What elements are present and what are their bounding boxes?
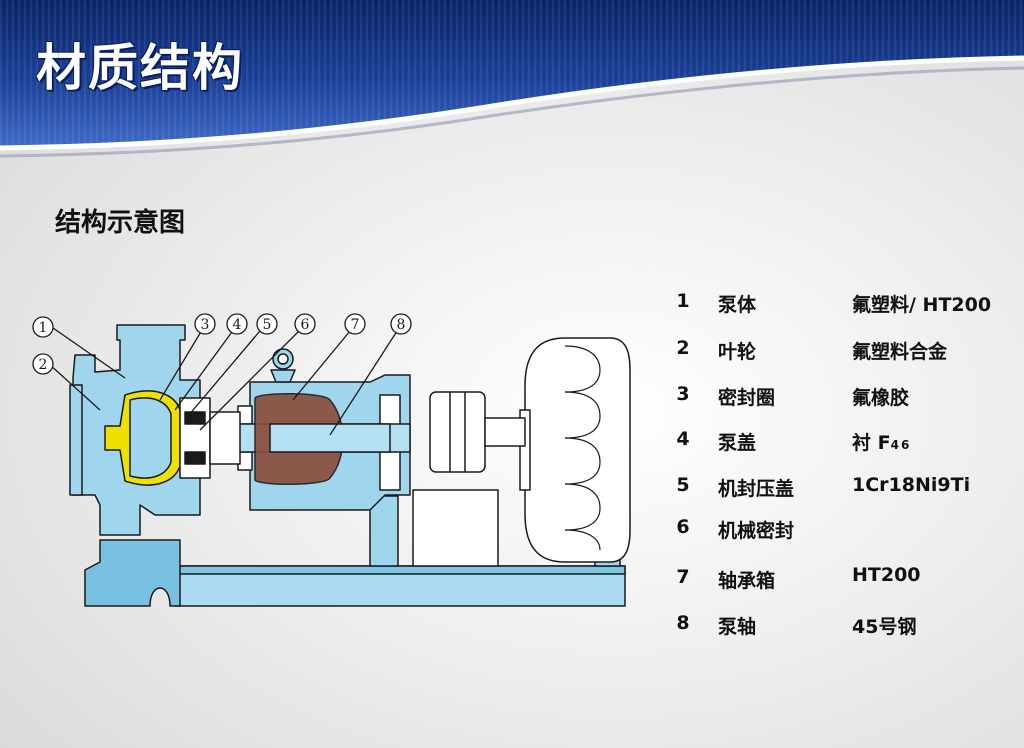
callout-2 xyxy=(32,353,54,375)
part-number: 8 xyxy=(676,612,690,634)
part-number: 1 xyxy=(676,290,690,312)
callout-label-5: 5 xyxy=(263,317,272,333)
part-material: 氟橡胶 xyxy=(852,387,910,409)
part-number: 5 xyxy=(676,474,690,496)
part-name: 泵轴 xyxy=(718,616,757,638)
part-name: 叶轮 xyxy=(718,341,757,363)
part-material-main: 衬 F xyxy=(852,432,891,454)
inlet-flange xyxy=(69,384,83,496)
part-material: HT200 xyxy=(852,564,921,586)
callout-label-4: 4 xyxy=(233,317,242,333)
callout-6 xyxy=(294,313,316,335)
pump-foot xyxy=(84,539,181,607)
callout-label-3: 3 xyxy=(201,317,210,333)
part-name: 轴承箱 xyxy=(718,570,776,592)
callout-5 xyxy=(256,313,278,335)
part-material: 衬 F46 xyxy=(852,428,911,455)
pump-structure-diagram: 1 2 3 4 5 6 7 8 xyxy=(32,313,631,607)
part-material-subscript: 46 xyxy=(890,438,912,452)
part-material: 氟塑料/ HT200 xyxy=(852,294,992,316)
callout-1 xyxy=(32,316,54,338)
part-name: 密封圈 xyxy=(718,387,776,409)
callout-8 xyxy=(390,313,412,335)
part-material: 45号钢 xyxy=(852,616,917,638)
callout-label-8: 8 xyxy=(397,317,406,333)
part-name: 泵盖 xyxy=(718,432,757,454)
part-number: 4 xyxy=(676,428,690,450)
part-name: 机封压盖 xyxy=(718,478,795,500)
callout-7 xyxy=(344,313,366,335)
callout-3 xyxy=(194,313,216,335)
part-material: 1Cr18Ni9Ti xyxy=(852,474,971,496)
part-number: 6 xyxy=(676,516,690,538)
page-title: 材质结构 xyxy=(36,39,244,97)
part-number: 3 xyxy=(676,383,690,405)
callout-label-6: 6 xyxy=(301,317,310,333)
callout-label-1: 1 xyxy=(39,320,48,336)
part-number: 7 xyxy=(676,566,690,588)
part-material: 氟塑料合金 xyxy=(852,341,948,363)
part-name: 机械密封 xyxy=(718,520,795,542)
coupling xyxy=(429,391,486,473)
callout-4 xyxy=(226,313,248,335)
part-name: 泵体 xyxy=(718,294,757,316)
callout-label-2: 2 xyxy=(39,357,48,373)
part-number: 2 xyxy=(676,337,690,359)
motor-body xyxy=(524,337,631,563)
seal-cover xyxy=(179,397,211,479)
header-banner xyxy=(0,0,1024,158)
diagram-subtitle: 结构示意图 xyxy=(55,208,186,238)
callout-label-7: 7 xyxy=(351,317,360,333)
